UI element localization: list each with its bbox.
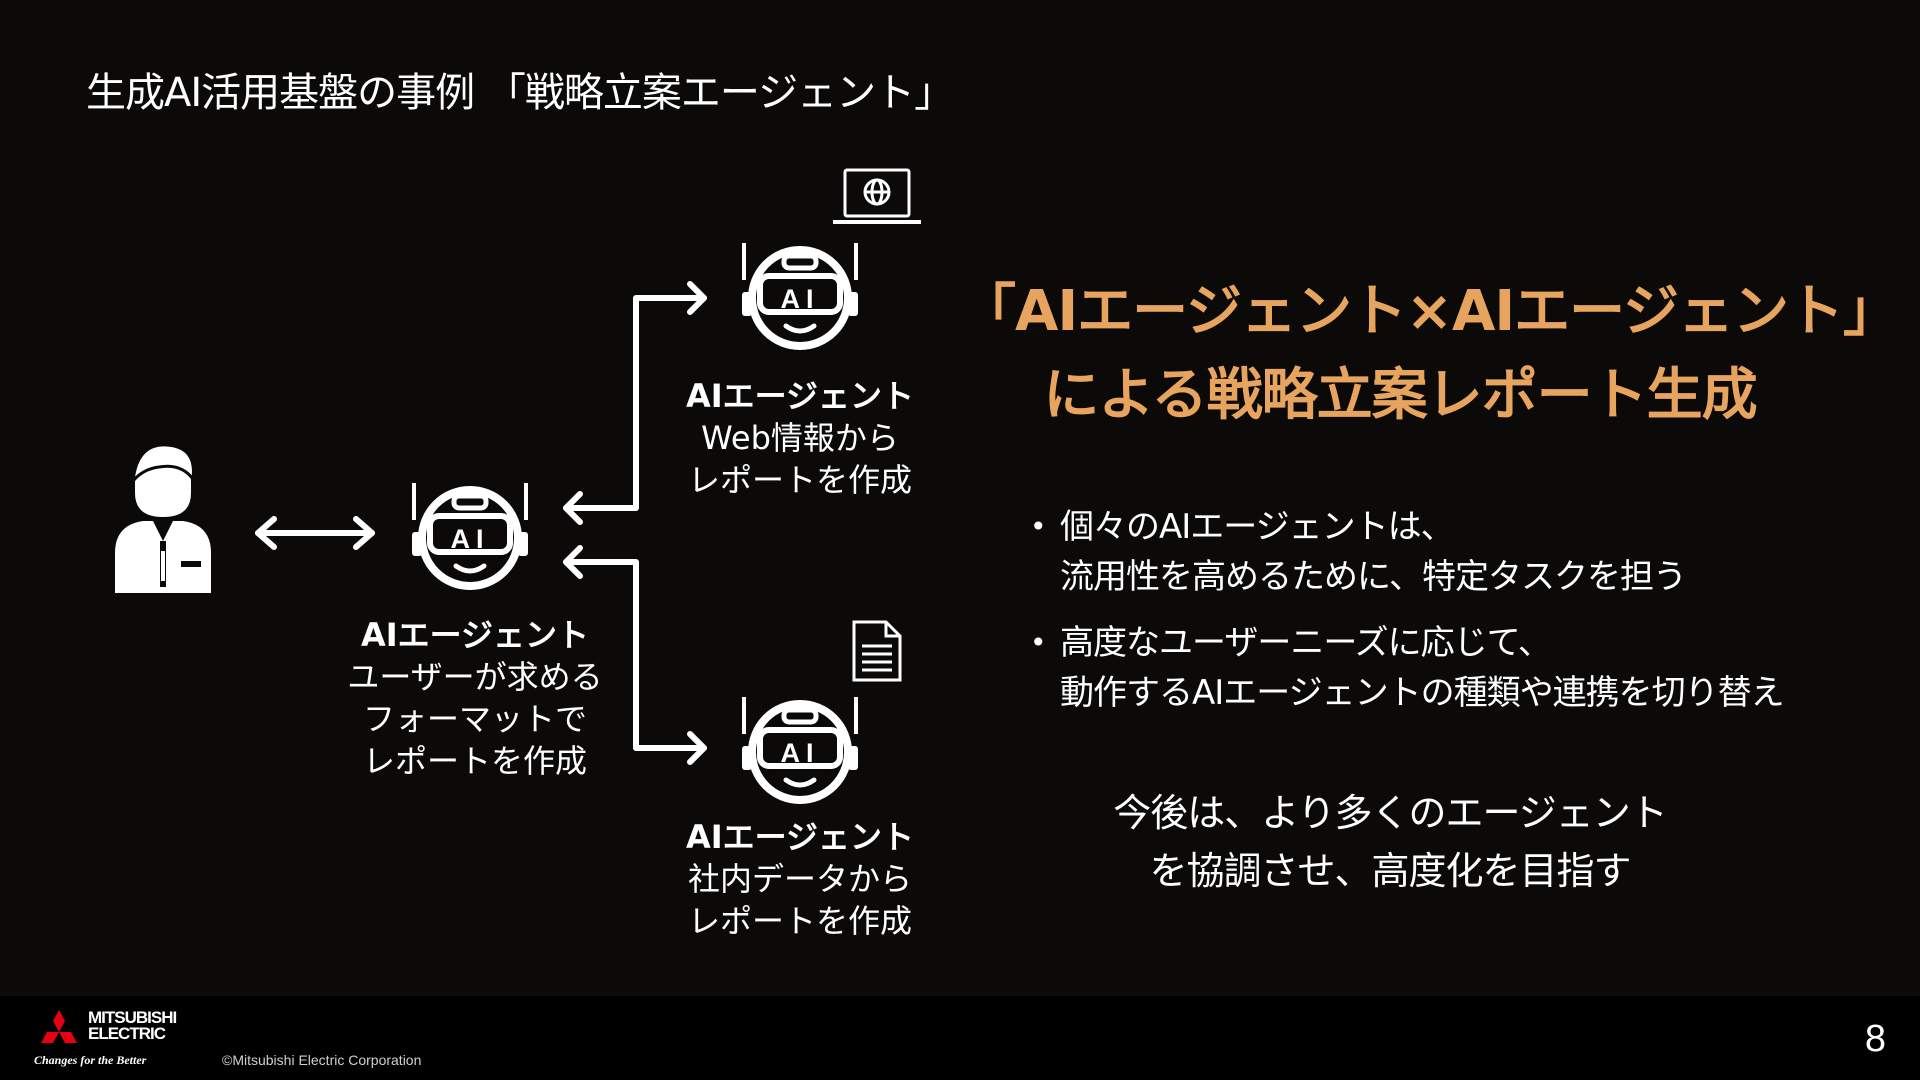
bullet-list: 個々のAIエージェントは、 流用性を高めるために、特定タスクを担う 高度なユーザ… [1030, 502, 1890, 734]
bullet-item: 高度なユーザーニーズに応じて、 動作するAIエージェントの種類や連携を切り替え [1030, 618, 1890, 718]
closing-line: を協調させ、高度化を目指す [1149, 849, 1631, 893]
page-number: 8 [1864, 1018, 1886, 1060]
three-diamonds-icon [41, 1010, 77, 1043]
headline-line: 「AIエージェント×AIエージェント」 [960, 279, 1899, 344]
internal-agent-caption: AIエージェント 社内データから レポートを作成 [660, 816, 940, 942]
agent-desc-line: レポートを作成 [687, 461, 912, 499]
agent-desc-line: レポートを作成 [687, 902, 912, 940]
agent-desc-line: 社内データから [687, 860, 912, 898]
headline-line: による戦略立案レポート生成 [1043, 363, 1757, 428]
user-icon [115, 443, 211, 593]
agent-desc-line: Web情報から [701, 419, 899, 457]
agent-name: AIエージェント [685, 377, 915, 415]
web-agent-caption: AIエージェント Web情報から レポートを作成 [660, 375, 940, 501]
agent-name: AIエージェント [360, 616, 590, 654]
copyright: ©Mitsubishi Electric Corporation [222, 1052, 422, 1068]
logo-wordmark: MITSUBISHI ELECTRIC [88, 1008, 177, 1043]
bullet-line: 個々のAIエージェントは、 [1060, 507, 1455, 547]
bullet-line: 動作するAIエージェントの種類や連携を切り替え [1060, 673, 1785, 713]
main-agent-caption: AIエージェント ユーザーが求める フォーマットで レポートを作成 [335, 614, 615, 782]
agent-name: AIエージェント [685, 818, 915, 856]
agent-desc-line: レポートを作成 [362, 742, 587, 780]
bidirectional-arrow [255, 516, 375, 550]
company-logo: MITSUBISHI ELECTRIC Changes for the Bett… [34, 1008, 194, 1074]
robot-label: AI [451, 524, 490, 554]
connector-arrows [563, 281, 707, 765]
robot-label: AI [781, 284, 820, 314]
agent-desc-line: ユーザーが求める [347, 658, 603, 696]
bullet-line: 流用性を高めるために、特定タスクを担う [1060, 557, 1687, 597]
slide-title: 生成AI活用基盤の事例 「戦略立案エージェント」 [86, 70, 954, 116]
bullet-line: 高度なユーザーニーズに応じて、 [1060, 623, 1552, 663]
headline: 「AIエージェント×AIエージェント」 による戦略立案レポート生成 [960, 270, 1899, 438]
agent-desc-line: フォーマットで [362, 700, 587, 738]
bullet-item: 個々のAIエージェントは、 流用性を高めるために、特定タスクを担う [1030, 502, 1890, 602]
logo-line: ELECTRIC [88, 1024, 166, 1043]
laptop-globe-icon [833, 168, 921, 224]
document-icon [852, 620, 902, 682]
closing-line: 今後は、より多くのエージェント [1113, 791, 1667, 835]
logo-line: MITSUBISHI [88, 1008, 177, 1027]
logo-tagline: Changes for the Better [34, 1053, 147, 1067]
footer-bar [0, 996, 1920, 1080]
robot-label: AI [781, 738, 820, 768]
closing-statement: 今後は、より多くのエージェント を協調させ、高度化を目指す [1050, 784, 1730, 900]
